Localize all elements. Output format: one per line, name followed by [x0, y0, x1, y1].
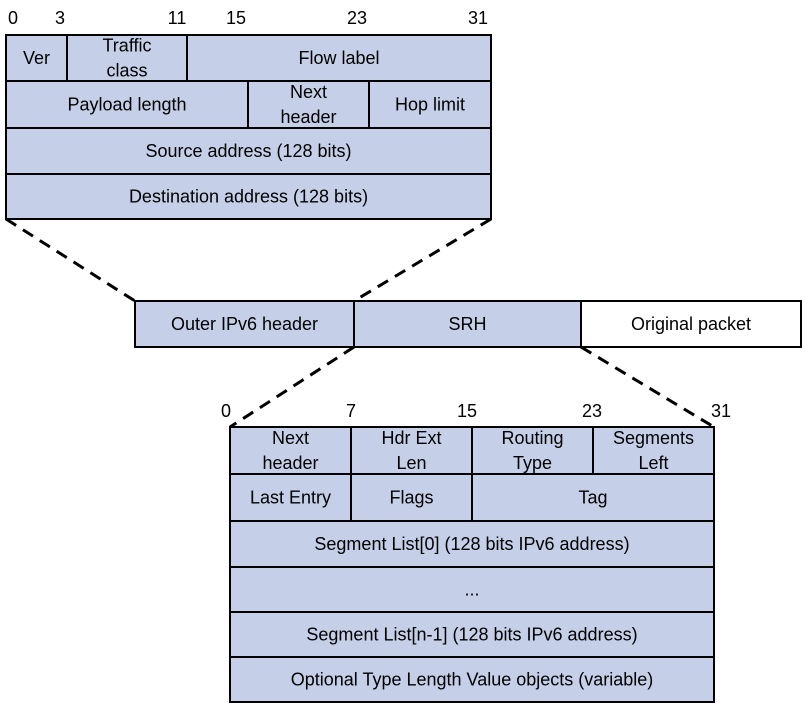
bit-marker: 15: [226, 8, 246, 28]
field-hop-limit: Hop limit: [368, 80, 492, 129]
field-box: [229, 611, 715, 658]
field-label: Source address (128 bits): [145, 141, 351, 161]
segment-label: Outer IPv6 header: [171, 314, 318, 334]
field-box: [471, 473, 715, 522]
field-label: Payload length: [67, 95, 186, 115]
field-label: Len: [396, 453, 426, 473]
segment-box: [134, 300, 355, 348]
field-box: [5, 80, 249, 129]
field-label: Last Entry: [250, 488, 331, 508]
field-segment-list-n-1: Segment List[n-1] (128 bits IPv6 address…: [229, 611, 715, 658]
field-box: [5, 173, 492, 220]
expansion-connectors: [5, 217, 715, 429]
bit-marker: 0: [8, 8, 18, 28]
field-label: Routing: [501, 428, 563, 448]
field-label: class: [106, 61, 147, 81]
field-source-address: Source address (128 bits): [5, 127, 492, 175]
field-label: ...: [464, 580, 479, 600]
field-label: Left: [638, 453, 668, 473]
field-label: Tag: [578, 488, 607, 508]
bit-marker: 3: [55, 8, 65, 28]
field-box: [592, 426, 715, 475]
field-box: [229, 520, 715, 568]
dashed-connector-line: [353, 217, 492, 303]
field-flow-label: Flow label: [186, 34, 492, 82]
bit-marker: 23: [347, 8, 367, 28]
field-box: [186, 34, 492, 82]
field-last-entry: Last Entry: [229, 473, 352, 522]
field-label: Next: [290, 82, 327, 102]
field-next-header: Next header: [247, 80, 370, 129]
field-box: [368, 80, 492, 129]
field-next-header: Next header: [229, 426, 352, 475]
segment-label: SRH: [448, 314, 486, 334]
field-label: Ver: [23, 48, 50, 68]
field-optional-tlv: Optional Type Length Value objects (vari…: [229, 656, 715, 703]
field-label: Hdr Ext: [381, 428, 441, 448]
segment-box: [580, 300, 802, 348]
segment-label: Original packet: [631, 314, 751, 334]
field-label: Segment List[n-1] (128 bits IPv6 address…: [306, 625, 637, 645]
bit-marker: 23: [582, 401, 602, 421]
packet-segment-srh: SRH: [353, 300, 582, 348]
dashed-connector-line: [5, 217, 136, 303]
srv6-packet: Outer IPv6 header SRH Original packet: [134, 300, 802, 348]
packet-segment-original-packet: Original packet: [580, 300, 802, 348]
field-box: [5, 127, 492, 175]
field-box: [350, 473, 473, 522]
field-label: header: [280, 107, 336, 127]
field-label: Flow label: [298, 48, 379, 68]
field-label: header: [262, 453, 318, 473]
dashed-connector-line: [580, 345, 715, 429]
field-traffic-class: Traffic class: [66, 34, 188, 82]
field-payload-length: Payload length: [5, 80, 249, 129]
field-flags: Flags: [350, 473, 473, 522]
bit-marker: 11: [168, 8, 187, 28]
dashed-connector-line: [229, 345, 355, 429]
field-box: [229, 473, 352, 522]
field-label: Segments: [613, 428, 694, 448]
field-label: Hop limit: [395, 95, 465, 115]
bit-marker: 0: [221, 401, 231, 421]
field-box: [5, 34, 68, 82]
packet-segment-outer-ipv6-header: Outer IPv6 header: [134, 300, 355, 348]
bit-marker: 31: [711, 401, 731, 421]
field-destination-address: Destination address (128 bits): [5, 173, 492, 220]
field-box: [229, 656, 715, 703]
bit-marker: 31: [468, 8, 488, 28]
field-box: [350, 426, 473, 475]
field-label: Optional Type Length Value objects (vari…: [291, 670, 654, 690]
field-ver: Ver: [5, 34, 68, 82]
field-label: Next: [272, 428, 309, 448]
field-label: Segment List[0] (128 bits IPv6 address): [314, 534, 629, 554]
bit-marker: 15: [457, 401, 477, 421]
field-label: Flags: [389, 488, 433, 508]
field-segment-list-0: Segment List[0] (128 bits IPv6 address): [229, 520, 715, 568]
bit-marker: 7: [346, 401, 356, 421]
field-ellipsis: ...: [229, 566, 715, 613]
field-box: [471, 426, 594, 475]
field-label: Traffic: [102, 36, 151, 56]
field-label: Destination address (128 bits): [129, 187, 368, 207]
field-label: Type: [513, 453, 552, 473]
field-tag: Tag: [471, 473, 715, 522]
